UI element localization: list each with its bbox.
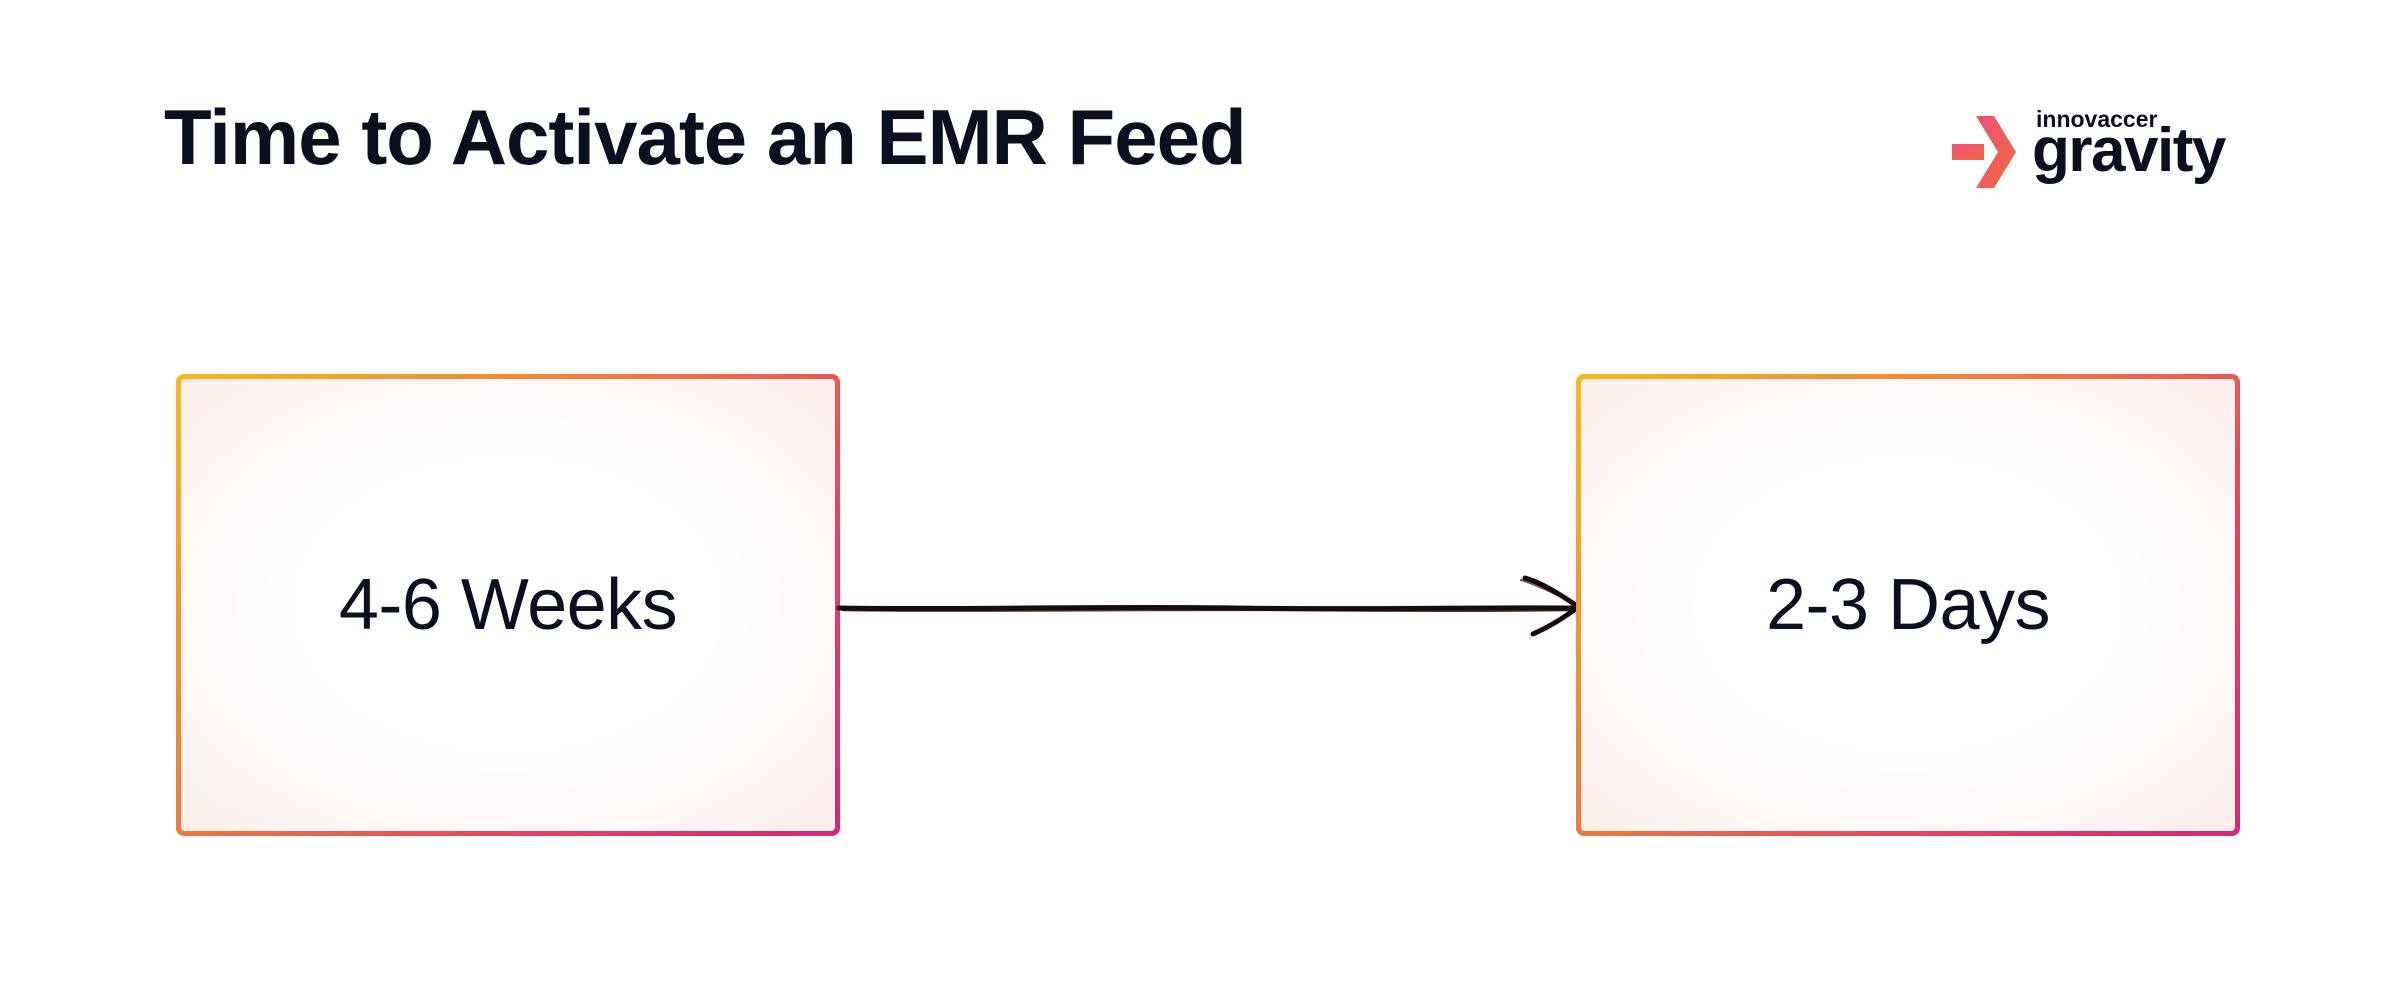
hand-drawn-arrow-icon <box>836 575 1580 637</box>
logo-brand-big: gravity <box>2032 116 2226 185</box>
before-label: 4-6 Weeks <box>338 565 678 645</box>
before-box-inner: 4-6 Weeks <box>181 379 835 831</box>
logo: innovaccer gravity <box>1950 108 2250 198</box>
page-title: Time to Activate an EMR Feed <box>164 93 1247 181</box>
logo-brand-small: innovaccer <box>2036 106 2158 132</box>
before-box: 4-6 Weeks <box>176 374 840 836</box>
chevron-arrow-icon <box>1952 116 2016 188</box>
after-box-inner: 2-3 Days <box>1581 379 2235 831</box>
after-box: 2-3 Days <box>1576 374 2240 836</box>
after-label: 2-3 Days <box>1765 565 2051 645</box>
